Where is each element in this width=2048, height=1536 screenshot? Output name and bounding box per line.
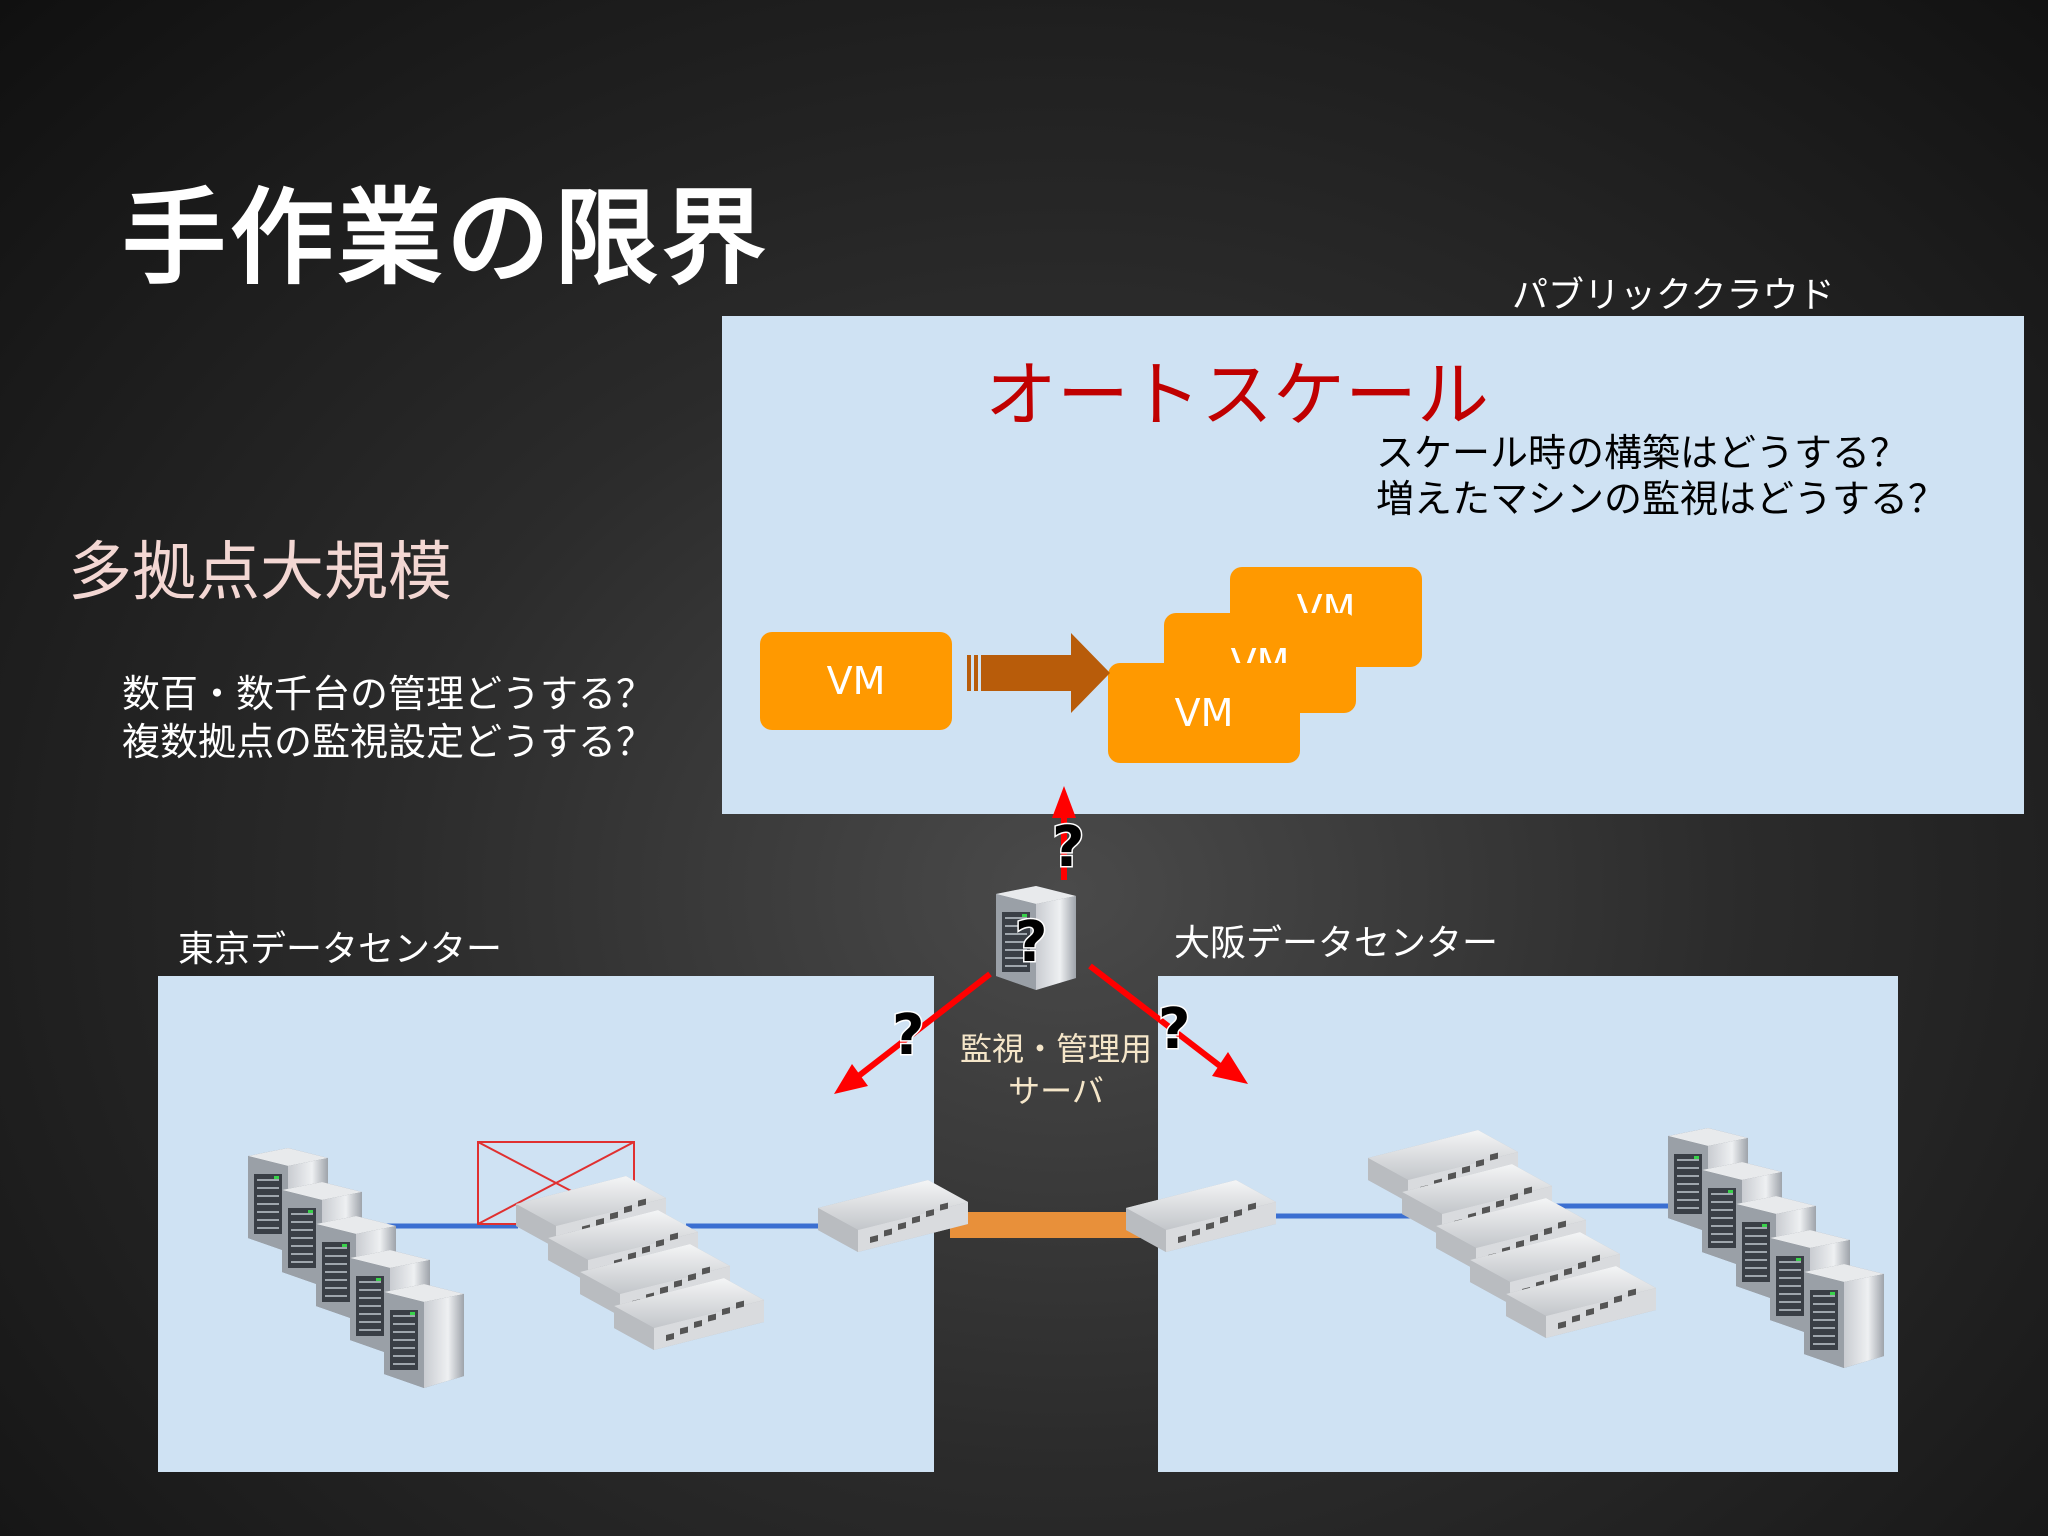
tokyo-switch-stack [516,1176,764,1350]
question-mark-tokyo: ? [890,1003,926,1068]
monitor-server-label-line-1: 監視・管理用 [959,1030,1152,1068]
question-mark-cloud: ? [1050,815,1086,880]
cloud-question-2: 増えたマシンの監視はどうする？ [1376,477,1947,521]
question-line-2: 複数拠点の監視設定どうする？ [122,720,655,764]
osaka-server-rack [1667,1127,1885,1369]
inter-dc-link [950,1212,1140,1238]
osaka-edge-switch [1126,1180,1276,1252]
cloud-question-1: スケール時の構築はどうする？ [1376,431,1909,475]
scale-arrow [967,633,1110,713]
cloud-panel [722,316,2024,814]
question-mark-osaka: ? [1156,997,1192,1062]
vm-source: VM [760,632,952,730]
question-mark-server: ? [1013,910,1049,975]
monitor-server-label-line-2: サーバ [1008,1072,1104,1110]
monitor-server-label: 監視・管理用 サーバ [936,1028,1176,1112]
osaka-label: 大阪データセンター [1174,923,1499,964]
question-line-1: 数百・数千台の管理どうする？ [122,672,655,716]
slide-title: 手作業の限界 [122,177,771,299]
vm-stack-front: VM [1108,663,1300,763]
arrow-to-osaka [1088,963,1248,1084]
tokyo-label: 東京データセンター [178,929,503,970]
tokyo-server-rack [247,1147,465,1389]
tokyo-edge-switch [818,1180,968,1252]
subheading: 多拠点大規模 [68,536,452,610]
cloud-label: パブリッククラウド [1512,275,1835,316]
osaka-switch-stack [1368,1130,1656,1338]
arrow-to-tokyo [834,971,992,1094]
autoscale-heading: オートスケール [985,353,1490,437]
arrow-to-cloud [1052,786,1076,880]
